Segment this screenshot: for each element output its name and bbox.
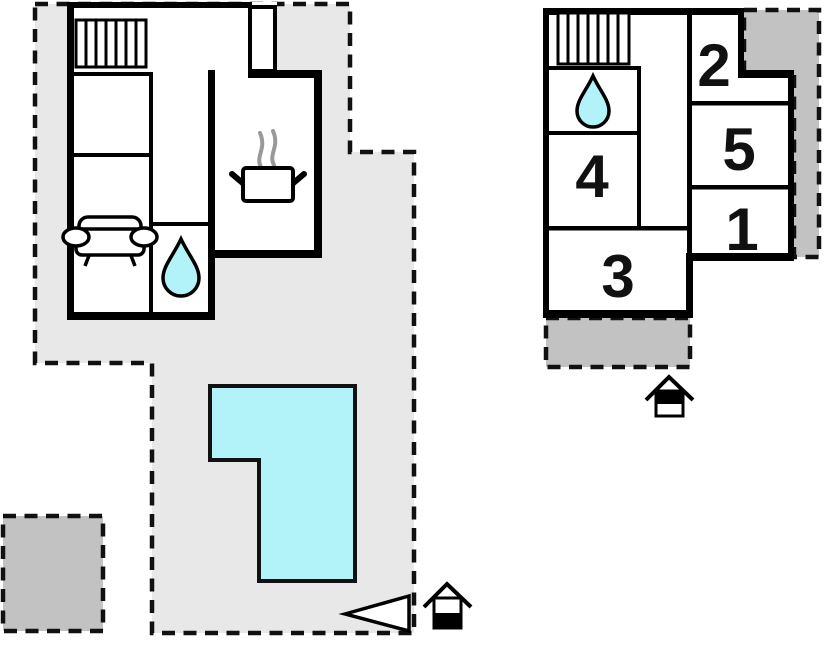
room-3-label: 3 xyxy=(601,243,634,310)
wall xyxy=(248,70,322,78)
steam-icon xyxy=(257,131,265,169)
entrance-door xyxy=(248,5,277,73)
wall xyxy=(152,222,210,226)
wall xyxy=(208,250,322,258)
steam-icon xyxy=(270,129,278,167)
house-roof xyxy=(644,374,695,402)
wall xyxy=(67,153,152,157)
swimming-pool xyxy=(208,384,357,583)
ground-floor-building xyxy=(61,2,322,320)
direction-arrow xyxy=(338,593,411,634)
stairs-icon xyxy=(74,18,148,69)
upper-floor-building: 2 5 1 4 3 xyxy=(543,8,794,318)
upper-mid-area xyxy=(686,8,744,258)
wall xyxy=(73,72,152,76)
house-upper-level-fill xyxy=(656,391,683,404)
wall xyxy=(149,72,153,312)
stairs-icon xyxy=(556,11,631,66)
wall xyxy=(67,312,215,320)
wall xyxy=(788,70,794,261)
room-1-label: 1 xyxy=(725,196,758,263)
pot-body xyxy=(241,166,295,203)
wall xyxy=(543,8,744,15)
wall xyxy=(738,8,744,78)
house-ground-level-fill xyxy=(434,613,461,628)
upper-interior-walls xyxy=(549,15,788,255)
house-upper-floor-icon xyxy=(644,374,695,418)
room-4-label: 4 xyxy=(575,143,609,210)
water-drop-icon xyxy=(161,234,201,298)
sofa-icon xyxy=(61,215,159,267)
wall xyxy=(67,2,252,8)
house-roof xyxy=(422,581,473,609)
wall xyxy=(692,185,788,190)
upper-exterior-walls xyxy=(543,8,794,318)
wall xyxy=(208,70,215,320)
wall xyxy=(637,66,641,230)
house-outline xyxy=(432,596,463,630)
wall xyxy=(549,226,692,231)
wall xyxy=(314,70,322,258)
ground-exterior-walls xyxy=(67,2,322,320)
wall xyxy=(686,253,794,261)
water-drop-icon xyxy=(575,71,611,129)
house-ground-floor-icon xyxy=(422,581,473,630)
wall xyxy=(543,310,692,318)
room-2-label: 2 xyxy=(697,32,730,99)
ground-interior-walls xyxy=(67,72,210,312)
room-5-label: 5 xyxy=(722,116,755,183)
wall xyxy=(543,8,549,318)
wall xyxy=(549,66,641,70)
upper-terrace-bottom xyxy=(543,315,693,370)
cooking-pot-icon xyxy=(229,129,307,203)
wall xyxy=(692,101,788,106)
wall xyxy=(687,15,692,255)
detached-terrace xyxy=(0,513,106,634)
wall xyxy=(67,2,74,320)
ground-kitchen-area xyxy=(210,70,322,258)
wall xyxy=(686,253,693,318)
wall xyxy=(738,70,794,78)
wall xyxy=(549,131,641,135)
house-outline xyxy=(654,389,685,418)
